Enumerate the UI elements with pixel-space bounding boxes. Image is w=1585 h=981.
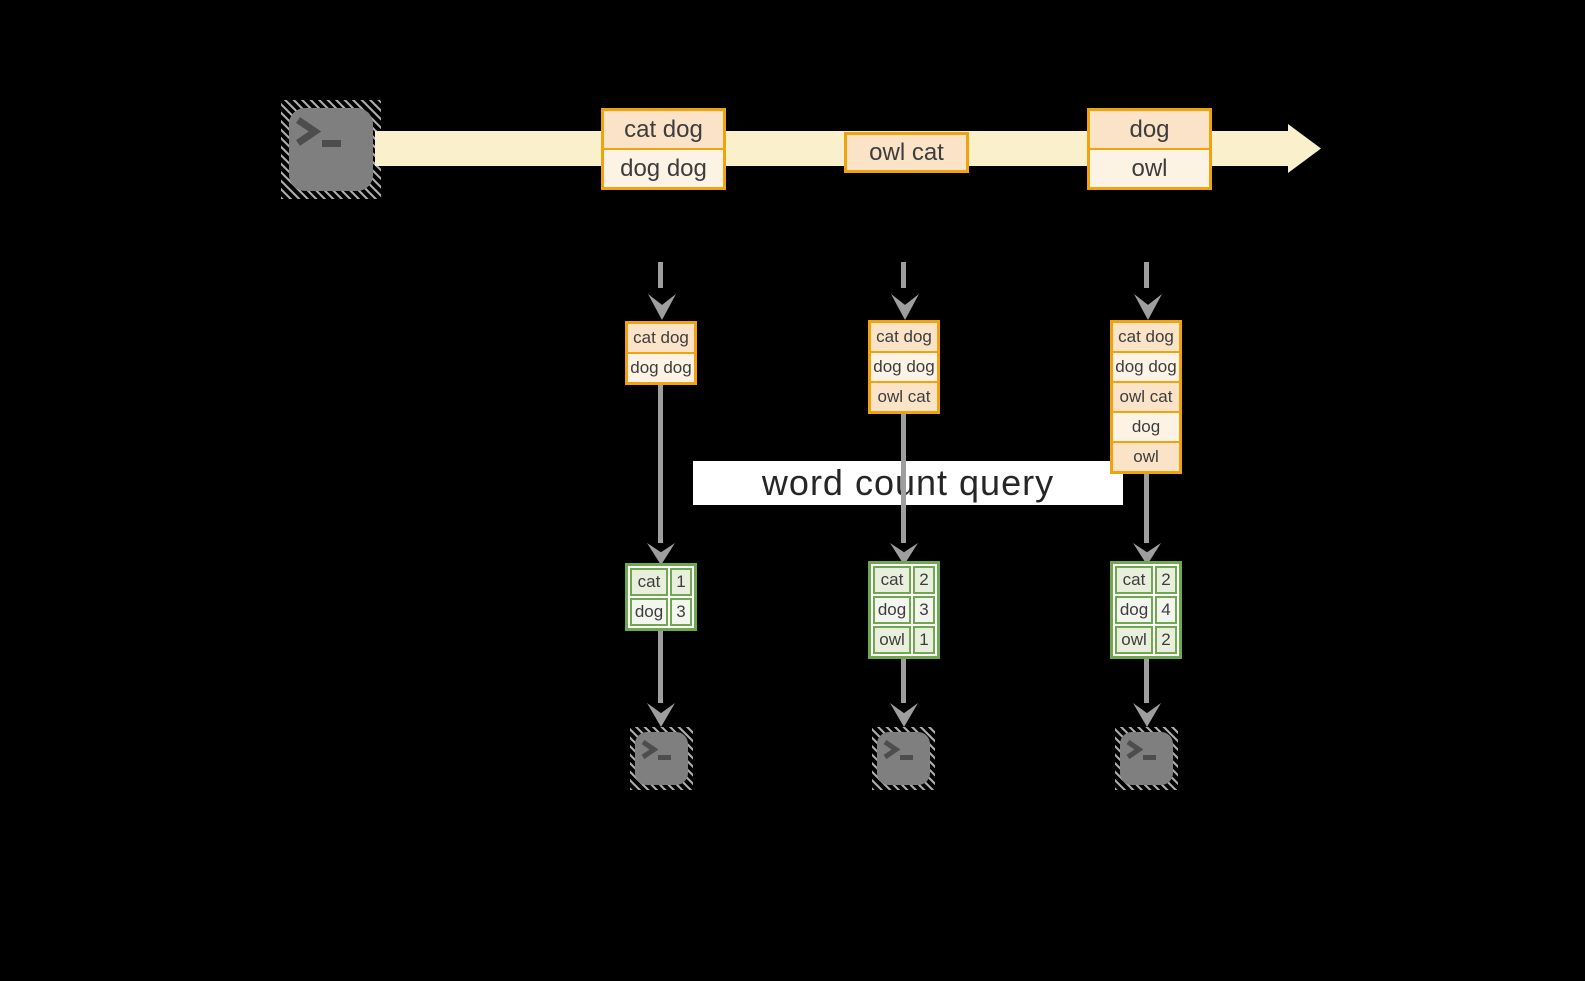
terminal-icon [630,727,693,790]
dashed-arrow [901,262,906,288]
state-record: dog dog [628,354,694,382]
count-value-cell: 3 [670,598,692,626]
prompt-glyph [641,739,671,760]
output-arrow [1144,659,1149,703]
count-word-cell: owl [873,626,911,654]
count-value-cell: 2 [913,566,935,594]
dashed-arrowhead-icon [1134,294,1162,320]
state-record: cat dog [1113,323,1179,351]
count-word-cell: cat [873,566,911,594]
state-record: dog dog [1113,353,1179,381]
terminal-icon [1115,727,1178,790]
stream-arrowhead-icon [1288,124,1321,173]
stream-batch: owl cat [844,132,969,173]
stream-record: dog [1090,111,1209,148]
terminal-icon [281,100,381,199]
flow-arrow [1144,474,1149,543]
dashed-arrow [658,262,663,288]
count-word-cell: dog [1115,596,1153,624]
prompt-glyph [1126,739,1156,760]
count-word-cell: cat [1115,566,1153,594]
prompt-glyph [296,117,341,147]
flow-arrow [658,385,663,543]
state-record: owl [1113,443,1179,471]
state-record: owl cat [871,383,937,411]
output-arrow [658,629,663,703]
stream-record: cat dog [604,111,723,148]
stream-record: dog dog [604,150,723,187]
state-record: cat dog [871,323,937,351]
dashed-arrowhead-icon [891,294,919,320]
terminal-icon [872,727,935,790]
query-band: word count query [693,461,1123,505]
output-arrowhead-icon [890,703,918,727]
count-value-cell: 1 [913,626,935,654]
count-value-cell: 2 [1155,626,1177,654]
state-record: dog dog [871,353,937,381]
count-word-cell: dog [630,598,668,626]
state-record: cat dog [628,324,694,352]
query-label: word count query [761,462,1055,503]
flow-arrow [901,414,906,543]
count-value-cell: 3 [913,596,935,624]
state-record: dog [1113,413,1179,441]
flow-arrowhead-icon [647,543,675,565]
count-value-cell: 1 [670,568,692,596]
output-arrowhead-icon [647,703,675,727]
count-value-cell: 2 [1155,566,1177,594]
count-word-cell: owl [1115,626,1153,654]
count-word-cell: cat [630,568,668,596]
output-arrowhead-icon [1133,703,1161,727]
output-arrow [901,659,906,703]
dashed-arrow [1144,262,1149,288]
prompt-glyph [883,739,913,760]
count-word-cell: dog [873,596,911,624]
dashed-arrowhead-icon [648,294,676,320]
stream-record: owl cat [847,135,966,170]
state-record: owl cat [1113,383,1179,411]
count-value-cell: 4 [1155,596,1177,624]
stream-record: owl [1090,150,1209,187]
